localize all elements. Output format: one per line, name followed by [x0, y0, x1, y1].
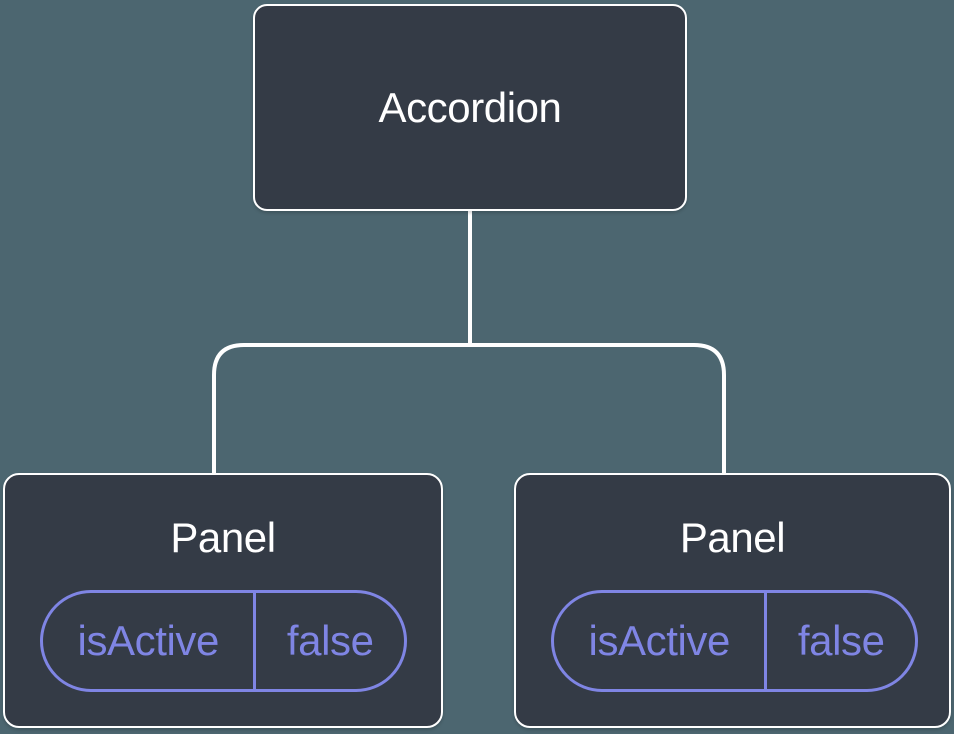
state-value: false [286, 617, 374, 664]
root-node-label: Accordion [378, 83, 562, 131]
state-pill: isActive false [551, 590, 918, 692]
panel-node-left: Panel isActive false [3, 473, 443, 728]
state-value: false [797, 617, 885, 664]
root-node-accordion: Accordion [253, 4, 687, 211]
branch-bracket-line [212, 343, 726, 474]
state-key: isActive [554, 593, 768, 689]
panel-node-label: Panel [679, 514, 786, 561]
state-pill: isActive false [40, 590, 407, 692]
state-key: isActive [43, 593, 257, 689]
panel-node-label: Panel [170, 514, 276, 561]
panel-node-right: Panel isActive false [514, 473, 951, 728]
